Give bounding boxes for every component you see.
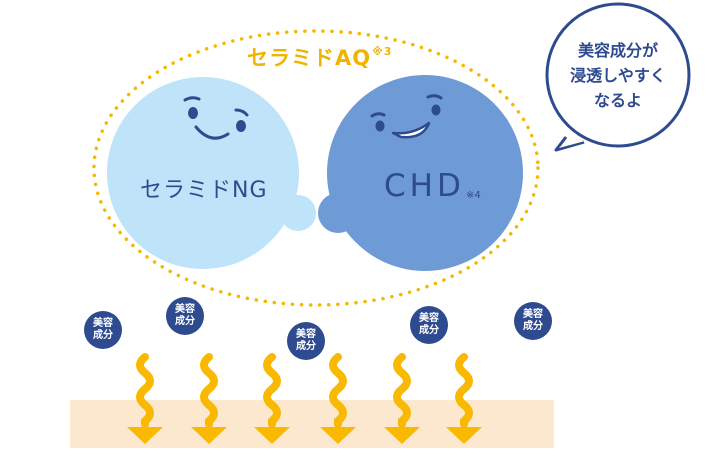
smile [194, 125, 230, 140]
badge-line: 成分 [419, 325, 439, 336]
grin [391, 121, 431, 139]
right-eye [236, 120, 246, 132]
badge-line: 成分 [93, 330, 113, 341]
penetration-arrows [136, 353, 473, 428]
ceramide-ng-label: セラミドNG [140, 178, 268, 203]
badge-line: 美容 [175, 304, 195, 315]
ingredient-badge: 美容 成分 [410, 306, 448, 344]
ceramide-aq-note: ※3 [372, 45, 393, 58]
chd-note: ※4 [466, 190, 481, 201]
speech-line: 美容成分が [577, 41, 658, 60]
left-eye [375, 120, 385, 132]
ceramide-ng-sphere [107, 77, 316, 269]
ceramide-aq-label: セラミドAQ※3 [247, 45, 393, 70]
ceramide-aq-outline [92, 29, 540, 307]
left-eye [188, 107, 198, 119]
chd-label: CHD [384, 168, 465, 204]
ingredient-badge: 美容 成分 [287, 322, 325, 360]
badge-line: 成分 [296, 341, 316, 352]
speech-line: なるよ [593, 91, 642, 110]
ingredient-badge: 美容 成分 [166, 297, 204, 335]
ingredient-badge: 美容 成分 [514, 302, 552, 340]
speech-bubble [545, 2, 691, 152]
speech-line: 浸透しやすく [570, 66, 666, 85]
speech-bubble-text: 美容成分が 浸透しやすく なるよ [548, 38, 688, 113]
chd-sphere [318, 75, 523, 271]
badge-line: 成分 [175, 316, 195, 327]
right-eye [431, 104, 441, 116]
badge-line: 美容 [93, 318, 113, 329]
badge-line: 美容 [419, 313, 439, 324]
arrow-heads [127, 427, 482, 444]
badge-line: 成分 [523, 321, 543, 332]
ingredient-badge: 美容 成分 [84, 311, 122, 349]
badge-line: 美容 [296, 329, 316, 340]
badge-line: 美容 [523, 309, 543, 320]
